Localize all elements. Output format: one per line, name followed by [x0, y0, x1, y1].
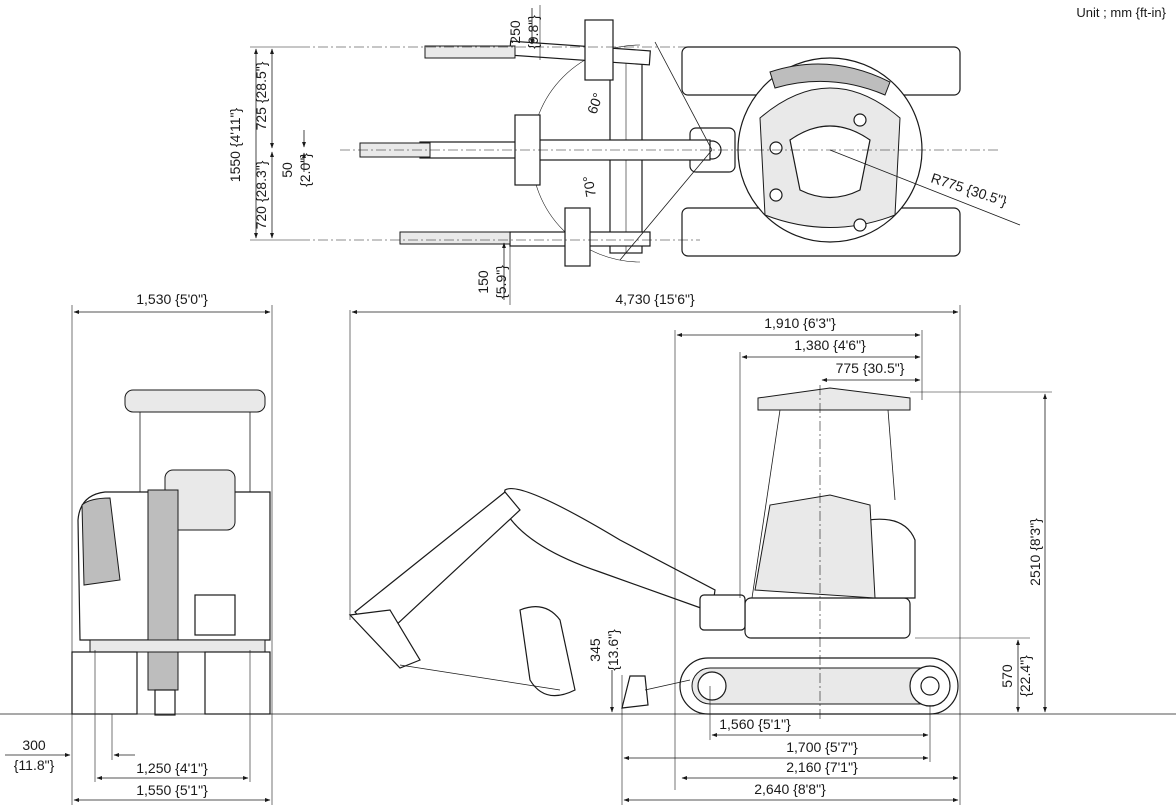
track-gauge-label: 1,250 {4'1"}: [136, 760, 208, 776]
top-view: R775 {30.5"} 60° 70° 1550 {4'11"} 725 {2…: [227, 5, 1021, 305]
overall-length-label: 4,730 {15'6"}: [615, 291, 695, 307]
canopy-roof: [124, 389, 266, 413]
tail-1380-label: 1,380 {4'6"}: [794, 337, 866, 353]
canopy-side: [757, 387, 911, 411]
upper-frame-side: [744, 597, 911, 639]
blade-lift-imperial: {13.6"}: [605, 629, 621, 671]
crawler-length-label: 2,160 {7'1"}: [786, 759, 858, 775]
unit-label: Unit ; mm {ft-in}: [1076, 5, 1166, 20]
blade-to-sprocket-label: 1,700 {5'7"}: [786, 739, 858, 755]
tail-1910-label: 1,910 {6'3"}: [764, 315, 836, 331]
canopy-width-label: 1,530 {5'0"}: [136, 291, 208, 307]
tumbler-distance-label: 1,560 {5'1"}: [719, 716, 791, 732]
blade-to-rear-label: 2,640 {8'8"}: [754, 781, 826, 797]
height-label: 2510 {8'3"}: [1027, 518, 1043, 586]
swing-right-label: 720 {28.3"}: [253, 160, 269, 229]
center-offset-value: 50: [279, 162, 295, 178]
front-view: 1,530 {5'0"} 300 {11.8"} 1,250 {4'1"} 1,…: [0, 291, 1176, 805]
shoe-width-imperial: {11.8"}: [14, 757, 55, 773]
offset-upper-imperial: {9.8"}: [525, 15, 541, 49]
angle-left-label: 60°: [584, 91, 606, 116]
upper-clearance-imperial: {22.4"}: [1017, 655, 1033, 697]
swing-width-label: 1550 {4'11"}: [227, 108, 243, 183]
track-right-front: [204, 651, 271, 715]
tail-radius-label: R775 {30.5"}: [929, 170, 1009, 210]
overall-width-label: 1,550 {5'1"}: [136, 782, 208, 798]
tail-775-label: 775 {30.5"}: [836, 360, 905, 376]
swing-left-label: 725 {28.5"}: [253, 61, 269, 130]
track-left-front: [71, 651, 138, 715]
boom-side: [501, 488, 716, 613]
offset-lower-value: 150: [475, 270, 491, 294]
angle-right-label: 70°: [580, 175, 599, 199]
offset-lower-imperial: {5.9"}: [493, 265, 509, 299]
blade-side: [621, 675, 649, 709]
shoe-width-value: 300: [22, 737, 46, 753]
side-view: 4,730 {15'6"} 1,910 {6'3"} 1,380 {4'6"} …: [348, 291, 1052, 805]
blade-lift-value: 345: [587, 638, 603, 662]
upper-clearance-value: 570: [999, 664, 1015, 688]
bucket-side: [519, 606, 576, 697]
boom-front: [147, 489, 179, 691]
offset-upper-value: 250: [507, 20, 523, 44]
center-offset-imperial: {2.0"}: [297, 153, 313, 187]
